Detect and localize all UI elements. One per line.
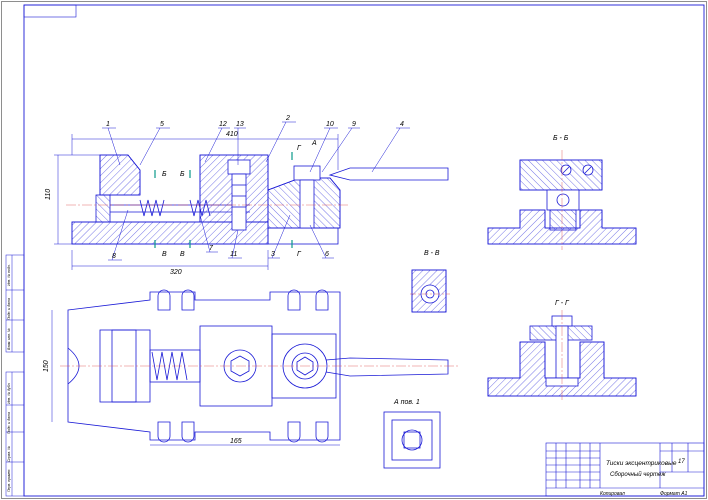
top-left-stamp-box bbox=[23, 4, 77, 18]
side-strip-label: Перв. примен. bbox=[7, 469, 11, 492]
callout-2: 2 bbox=[285, 115, 290, 122]
callout-3: 3 bbox=[271, 251, 275, 258]
callout-8: 8 bbox=[112, 253, 116, 260]
section-title-g-g: Г - Г bbox=[555, 300, 570, 307]
side-strip-label: Взам. инв. № bbox=[7, 328, 11, 350]
front-cut-markers bbox=[154, 152, 293, 248]
view-a bbox=[383, 411, 441, 469]
section-title-b-b: Б - Б bbox=[553, 135, 569, 142]
callout-11: 11 bbox=[230, 251, 237, 258]
callout-5: 5 bbox=[160, 121, 164, 128]
callout-10: 10 bbox=[326, 121, 334, 128]
dim-height: 110 bbox=[45, 189, 52, 200]
side-strip-label: Справ. № bbox=[7, 446, 11, 462]
copied-label: Копировал bbox=[600, 491, 625, 497]
drawing-name-line1: Тиски эксцентриковые bbox=[606, 460, 677, 467]
callout-1: 1 bbox=[106, 121, 110, 128]
sheet-inner-frame bbox=[23, 4, 705, 497]
format-label: Формат А1 bbox=[660, 491, 688, 497]
cut-label-g-right: Г bbox=[297, 251, 302, 258]
cut-label-b-left: Б bbox=[162, 171, 167, 178]
title-block bbox=[545, 442, 705, 497]
dim-plan-offset: 165 bbox=[230, 438, 242, 445]
callout-4: 4 bbox=[400, 121, 404, 128]
front-view-labels: 410 320 110 Б Б В В Г Г А bbox=[45, 131, 317, 276]
section-b-b bbox=[487, 150, 637, 250]
side-strip-label: Инв. № подл. bbox=[7, 264, 11, 286]
section-g-g bbox=[487, 310, 637, 400]
callout-9: 9 bbox=[352, 121, 356, 128]
callout-12: 12 bbox=[219, 121, 227, 128]
section-title-v-v: В - В bbox=[424, 250, 440, 257]
side-strip-label: Подп. и дата bbox=[7, 412, 11, 434]
cut-label-v-right: В bbox=[180, 251, 185, 258]
cut-label-a: А bbox=[311, 140, 317, 147]
callout-7: 7 bbox=[209, 245, 214, 252]
cut-label-g-left: Г bbox=[297, 145, 302, 152]
dim-overall-length: 410 bbox=[226, 131, 238, 138]
plan-view bbox=[51, 289, 460, 446]
drawing-name-line2: Сборочный чертеж bbox=[610, 471, 666, 478]
side-strip-label: Инв. № дубл. bbox=[7, 382, 11, 404]
left-binding-strip bbox=[5, 254, 25, 497]
cut-label-b-right: Б bbox=[180, 171, 185, 178]
view-title-a: А пов. 1 bbox=[393, 399, 420, 406]
callout-13: 13 bbox=[236, 121, 244, 128]
dim-base-length: 320 bbox=[170, 269, 182, 276]
side-strip-label: Подп. и дата bbox=[7, 298, 11, 320]
cut-label-v-left: В bbox=[162, 251, 167, 258]
sheet-number: 17 bbox=[678, 459, 685, 465]
section-v-v bbox=[410, 269, 450, 313]
dim-plan-width: 150 bbox=[43, 360, 50, 372]
part-callouts: 1 5 12 13 2 10 9 4 8 7 11 3 6 bbox=[102, 115, 410, 261]
front-section-view bbox=[54, 134, 449, 270]
callout-6: 6 bbox=[325, 251, 329, 258]
